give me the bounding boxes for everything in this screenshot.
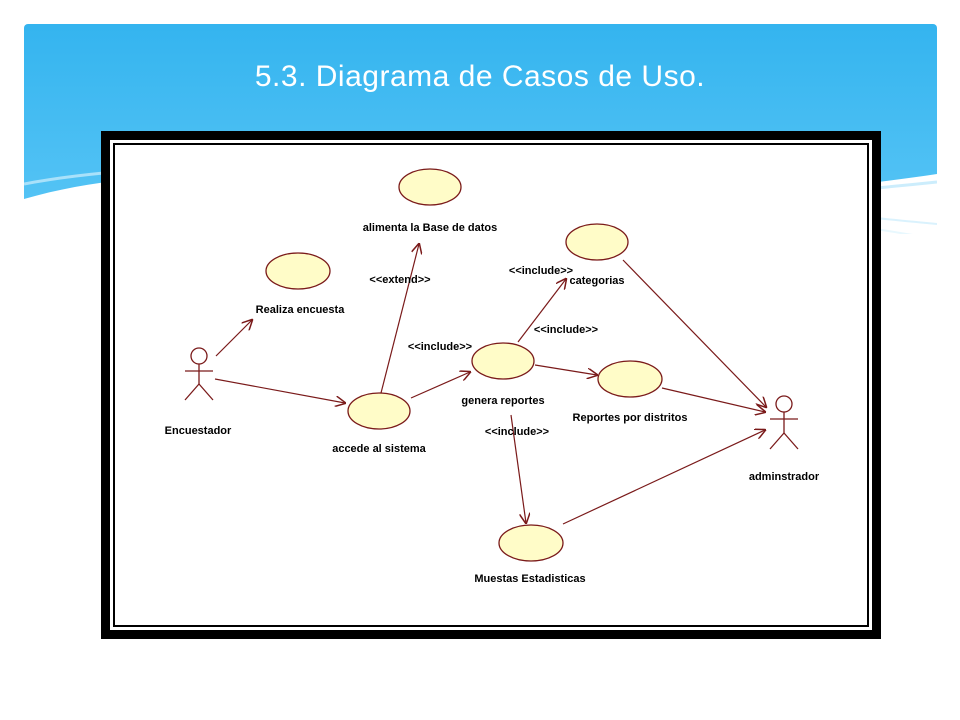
label-encuestador: Encuestador [165,425,232,437]
stereotype-include-muestas: <<include>> [485,426,549,438]
label-categorias: categorias [569,275,624,287]
extend-accede-alimenta [380,244,419,394]
stereotype-include-genera: <<include>> [408,341,472,353]
label-realiza: Realiza encuesta [256,304,346,316]
assoc-categorias-admin [622,259,766,407]
use-case-reportes-distritos [597,360,663,398]
diagram-frame [101,131,881,639]
assoc-muestas-admin [562,430,765,525]
slide-title: 5.3. Diagrama de Casos de Uso. [254,60,706,93]
actor-encuestador-icon [184,347,214,401]
label-administrador: adminstrador [749,471,820,483]
use-case-alimenta [398,168,462,206]
assoc-encuestador-realiza [215,320,252,357]
diagram-inner-border [113,143,869,627]
stereotype-extend: <<extend>> [369,274,430,286]
assoc-distritos-admin [661,387,765,412]
use-case-genera [471,342,535,380]
label-accede: accede al sistema [332,443,426,455]
label-muestas: Muestas Estadisticas [474,573,585,585]
stereotype-include-categorias: <<include>> [509,265,573,277]
use-case-accede [347,392,411,430]
label-alimenta: alimenta la Base de datos [363,222,498,234]
actor-administrador-icon [769,395,799,450]
include-genera-categorias [517,279,566,343]
assoc-accede-genera [410,372,470,399]
label-reportes-distritos: Reportes por distritos [573,412,688,424]
stereotype-include-categorias-2: <<include>> [534,324,598,336]
include-genera-muestas [510,414,526,523]
label-genera: genera reportes [461,395,544,407]
use-case-muestas [498,524,564,562]
use-case-realiza [265,252,331,290]
include-genera-distritos [534,364,597,375]
assoc-encuestador-accede [214,378,345,403]
use-case-categorias [565,223,629,261]
